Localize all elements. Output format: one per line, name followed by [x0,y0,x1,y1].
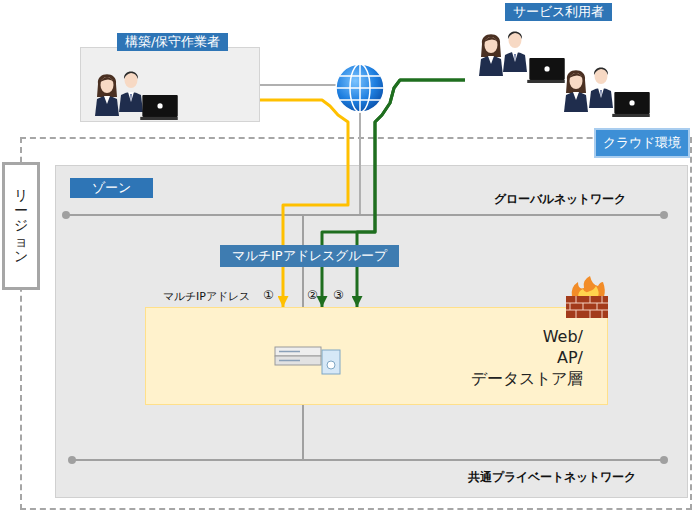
server-icon [275,347,340,374]
address-label: マルチIPアドレス [163,289,250,304]
node-text: Web/ AP/ データストア層 [453,326,583,389]
global-network-line [66,214,664,216]
network-name: 共通プライベートネットワーク [468,469,636,486]
operator-group-box: 構築/保守作業者 [80,47,260,122]
flow-arrow [357,80,465,307]
network-end-dot [660,211,668,219]
node-text: マルチIPアドレスグループ [220,245,399,267]
access-line [260,84,338,86]
callout-number: ① [263,288,274,302]
worker-figures [95,72,178,121]
user-group: サービス利用者 [465,0,665,118]
user-figures [479,32,650,118]
network-name: グローバルネットワーク [494,191,626,208]
flow-arrow [322,80,465,307]
callout-number: ③ [333,288,344,302]
uplink-line [359,112,361,215]
firewall-icon [566,276,608,318]
node-text: サービス利用者 [505,3,612,21]
region-box: リージョン [2,162,40,290]
network-end-dot [62,211,70,219]
node-text: クラウド環境 [594,128,690,158]
server-link-line [302,215,304,460]
server-layer-box: Web/ AP/ データストア層 [145,307,608,405]
address-group-tag: マルチIPアドレスグループ [220,245,399,267]
node-text: ゾーン [70,178,153,198]
node-text: リージョン [14,188,28,265]
private-network-line [72,459,664,461]
flow-arrow [260,100,348,307]
node-text: 構築/保守作業者 [117,33,228,51]
network-end-dot [660,456,668,464]
internet-globe [336,64,384,112]
network-end-dot [68,456,76,464]
callout-number: ② [307,288,318,302]
